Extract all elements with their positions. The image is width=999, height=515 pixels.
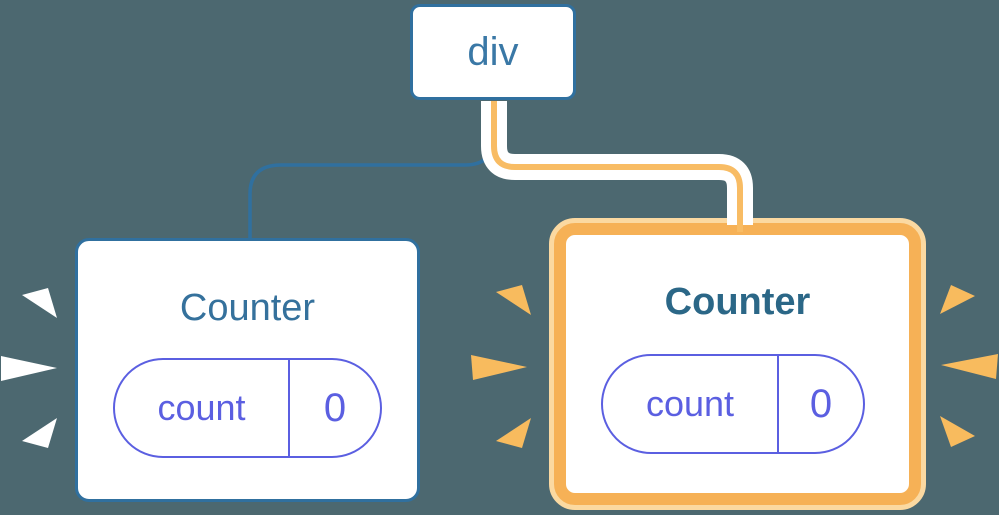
render-burst-left-counter [1,288,57,448]
render-burst-right-counter-right [940,285,998,447]
render-burst-right-counter-left [471,285,531,448]
counter-right-title: Counter [664,281,811,323]
state-pill-left: count 0 [113,358,382,458]
root-div-label: div [467,30,519,74]
counter-node-right: Counter count 0 [549,218,926,510]
edge-div-to-right-counter [491,101,743,232]
state-pill-right: count 0 [601,354,865,454]
state-pill-left-value: 0 [323,385,347,430]
edge-div-to-right-counter-casing [481,101,753,225]
counter-node-left: Counter count 0 [75,238,420,502]
state-pill-left-name: count [115,360,290,456]
spark-icon [471,355,527,380]
counter-left-title: Counter [179,287,316,329]
spark-icon [940,285,975,314]
spark-icon [22,288,57,318]
state-pill-right-name: count [603,356,779,452]
spark-icon [22,418,57,448]
state-pill-right-value: 0 [809,381,833,426]
spark-icon [940,416,975,447]
highlight-ring-inner [554,223,921,505]
spark-icon [496,285,531,315]
edge-div-to-left-counter [248,101,496,241]
spark-icon [1,356,57,381]
spark-icon [941,354,998,379]
spark-icon [496,418,531,448]
root-div-node: div [410,4,576,100]
